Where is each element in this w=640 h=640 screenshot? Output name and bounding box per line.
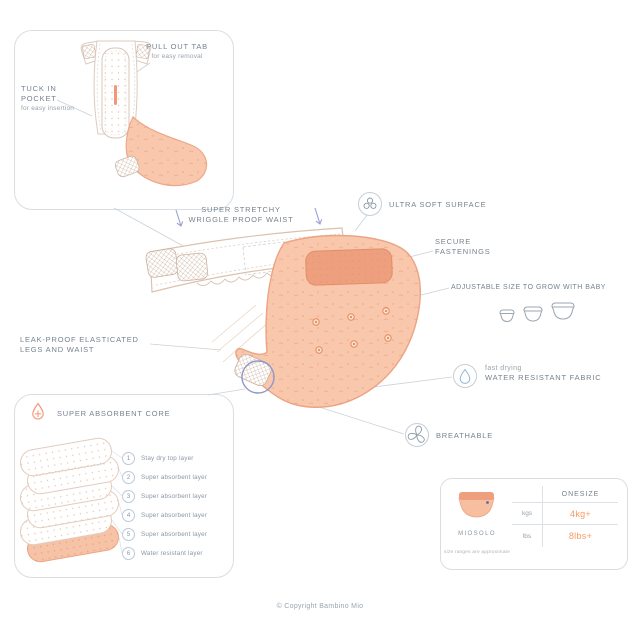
- core-layers-list: 1 Stay dry top layer 2 Super absorbent l…: [122, 449, 207, 563]
- layer-label: Super absorbent layer: [141, 474, 208, 481]
- size-unit-lbs: lbs: [522, 532, 532, 540]
- copyright-text: © Copyright Bambino Mio: [276, 603, 364, 610]
- water-resistant-label: fast drying WATER RESISTANT FABRIC: [485, 365, 602, 382]
- layer-number: 5: [122, 528, 135, 541]
- layer-number: 1: [122, 452, 135, 465]
- layer-row-2: 2 Super absorbent layer: [122, 468, 207, 487]
- size-table-corner: [512, 486, 542, 503]
- layer-row-6: 6 Water resistant layer: [122, 544, 207, 563]
- size-unit-kgs: kgs: [512, 503, 542, 525]
- pull-out-tab-label: PULL OUT TAB for easy removal: [136, 42, 218, 61]
- nappy-icon-large: [551, 302, 575, 320]
- breathable-label: BREATHABLE: [436, 431, 494, 440]
- layer-number: 2: [122, 471, 135, 484]
- layer-label: Super absorbent layer: [141, 531, 208, 538]
- layer-label: Stay dry top layer: [141, 455, 194, 462]
- secure-fastenings-label: SECURE FASTENINGS: [435, 237, 491, 256]
- adjustable-size-label: ADJUSTABLE SIZE TO GROW WITH BABY: [451, 284, 606, 291]
- layer-row-4: 4 Super absorbent layer: [122, 506, 207, 525]
- size-value-kgs: 4kg+: [542, 503, 618, 525]
- nappy-icon-medium: [523, 306, 543, 322]
- product-name: MIOSOLO: [458, 531, 496, 537]
- leak-proof-label: LEAK-PROOF ELASTICATED LEGS AND WAIST: [20, 335, 139, 354]
- adjustable-size-icons: [499, 302, 575, 323]
- pull-out-tab-subtitle: for easy removal: [151, 53, 203, 60]
- absorbent-core-title: SUPER ABSORBENT CORE: [57, 409, 171, 418]
- pull-out-tab-title: PULL OUT TAB: [146, 42, 208, 51]
- fast-drying-text: fast drying: [485, 365, 522, 372]
- ultra-soft-icon: [358, 192, 382, 216]
- fastening-tab-2: [175, 252, 209, 282]
- leader-ultra-soft: [354, 214, 368, 232]
- size-table: ONESIZE kgs 4kg+ lbs 8lbs+: [512, 486, 618, 547]
- layer-label: Super absorbent layer: [141, 493, 208, 500]
- leader-leak-proof: [149, 343, 222, 351]
- tuck-in-pocket-title: TUCK IN POCKET: [21, 84, 57, 103]
- leader-secure-fastenings: [377, 250, 434, 266]
- breathable-icon: [405, 423, 429, 447]
- layer-row-3: 3 Super absorbent layer: [122, 487, 207, 506]
- velcro-panel: [305, 248, 393, 286]
- leader-adjustable-size: [412, 287, 450, 298]
- layer-number: 3: [122, 490, 135, 503]
- layer-row-5: 5 Super absorbent layer: [122, 525, 207, 544]
- stretchy-waist-label: SUPER STRETCHY WRIGGLE PROOF WAIST: [188, 205, 294, 224]
- layer-number: 4: [122, 509, 135, 522]
- leader-water-resistant: [310, 376, 453, 396]
- leg-elastic-tab: [234, 353, 272, 387]
- pocket-outline: [242, 239, 303, 276]
- size-value-lbs: 8lbs+: [542, 525, 618, 547]
- diaper-shell: [235, 234, 421, 408]
- waist-ruffles: [196, 270, 282, 286]
- leg-elastic-highlight-circle: [241, 360, 275, 394]
- snap-buttons: [312, 307, 392, 354]
- nappy-icon-small: [499, 309, 515, 323]
- tuck-in-pocket-label: TUCK IN POCKET for easy insertion: [21, 84, 83, 113]
- main-diaper-diagram: [145, 227, 421, 408]
- layer-label: Water resistant layer: [141, 550, 203, 557]
- layer-number: 6: [122, 547, 135, 560]
- leader-breathable: [318, 406, 405, 435]
- leg-gather-lines: [211, 304, 271, 363]
- size-table-header: ONESIZE: [542, 486, 618, 503]
- tuck-in-pocket-subtitle: for easy insertion: [21, 105, 75, 112]
- fastening-tab-1: [145, 248, 179, 278]
- ultra-soft-label: ULTRA SOFT SURFACE: [389, 200, 487, 209]
- size-note: size ranges are approximate: [444, 550, 510, 555]
- water-drop-icon: [453, 364, 477, 388]
- layer-row-1: 1 Stay dry top layer: [122, 449, 207, 468]
- waistband: [149, 227, 347, 293]
- layer-label: Super absorbent layer: [141, 512, 208, 519]
